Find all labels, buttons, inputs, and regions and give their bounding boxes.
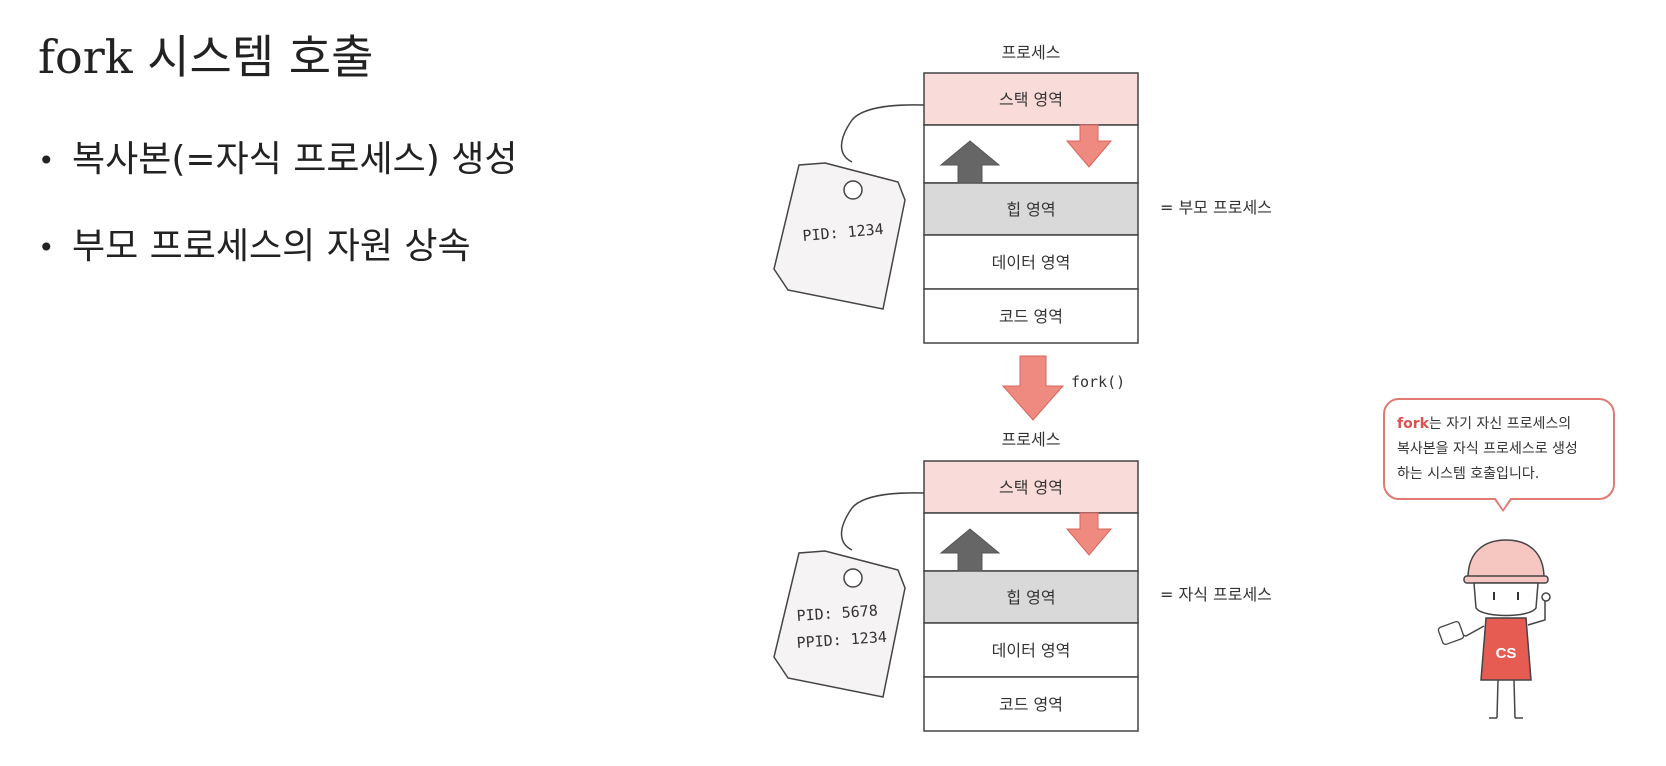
mascot-head bbox=[1473, 582, 1539, 617]
child-stack-segment bbox=[923, 460, 1139, 514]
parent-tag-hole-icon bbox=[843, 180, 863, 200]
stack-grow-down-arrow-icon bbox=[1065, 124, 1113, 168]
parent-process: 프로세스 스택 영역 힙 영역 데이터 영역 코드 영역 = 부모 프로세스 P… bbox=[773, 43, 1272, 344]
fork-call-label: fork() bbox=[1071, 373, 1125, 391]
parent-stack-label: 스택 영역 bbox=[999, 90, 1063, 109]
child-process: 프로세스 스택 영역 힙 영역 데이터 영역 코드 영역 = 자식 프로세스 P… bbox=[773, 430, 1272, 732]
scroll-icon bbox=[1437, 620, 1465, 646]
parent-process-caption: 프로세스 bbox=[1002, 43, 1061, 62]
bullet-item: • 부모 프로세스의 자원 상속 bbox=[38, 225, 517, 268]
parent-pid-tag bbox=[773, 162, 906, 310]
child-process-caption: 프로세스 bbox=[1002, 430, 1061, 449]
bullet-dot-icon: • bbox=[38, 144, 55, 178]
helmet-icon bbox=[1467, 539, 1545, 579]
bubble-line-2: 복사본을 자식 프로세스로 생성 bbox=[1397, 441, 1578, 457]
heap-grow-up-arrow-icon bbox=[939, 140, 1001, 184]
parent-heap-segment bbox=[923, 182, 1139, 236]
parent-side-label: = 부모 프로세스 bbox=[1160, 198, 1272, 217]
slide-title: fork 시스템 호출 bbox=[38, 30, 374, 84]
child-data-label: 데이터 영역 bbox=[992, 641, 1071, 660]
speech-bubble: fork는 자기 자신 프로세스의 복사본을 자식 프로세스로 생성 하는 시스… bbox=[1383, 398, 1615, 500]
bullet-list: • 복사본(=자식 프로세스) 생성 • 부모 프로세스의 자원 상속 bbox=[38, 138, 517, 312]
child-tag-string bbox=[840, 492, 925, 551]
bullet-text: 복사본(=자식 프로세스) 생성 bbox=[72, 139, 518, 180]
child-stack-label: 스택 영역 bbox=[999, 478, 1063, 497]
bubble-line-1: fork는 자기 자신 프로세스의 bbox=[1397, 416, 1572, 432]
parent-code-segment bbox=[923, 288, 1139, 344]
stack-grow-down-arrow-icon bbox=[1065, 512, 1113, 556]
child-data-segment bbox=[923, 622, 1139, 678]
child-side-label: = 자식 프로세스 bbox=[1160, 585, 1272, 604]
bubble-line-3: 하는 시스템 호출입니다. bbox=[1397, 466, 1540, 482]
bullet-text: 부모 프로세스의 자원 상속 bbox=[72, 226, 471, 268]
bubble-keyword: fork bbox=[1397, 416, 1429, 432]
mascot-illustration: CS bbox=[1437, 539, 1551, 719]
mascot-shirt-label: CS bbox=[1496, 645, 1517, 662]
parent-tag-string bbox=[840, 104, 925, 163]
fork-arrow-icon bbox=[1001, 355, 1065, 421]
child-code-segment bbox=[923, 676, 1139, 732]
bullet-dot-icon: • bbox=[38, 231, 55, 265]
child-tag-hole-icon bbox=[843, 568, 863, 588]
mascot-shirt bbox=[1480, 617, 1532, 681]
child-heap-label: 힙 영역 bbox=[1006, 588, 1055, 607]
parent-heap-label: 힙 영역 bbox=[1006, 200, 1055, 219]
parent-data-label: 데이터 영역 bbox=[992, 253, 1071, 272]
bullet-item: • 복사본(=자식 프로세스) 생성 bbox=[38, 138, 517, 181]
parent-code-label: 코드 영역 bbox=[999, 307, 1063, 326]
child-tag-pid: PID: 5678 bbox=[796, 601, 878, 625]
heap-grow-up-arrow-icon bbox=[939, 528, 1001, 572]
child-code-label: 코드 영역 bbox=[999, 695, 1063, 714]
parent-data-segment bbox=[923, 234, 1139, 290]
child-pid-tag bbox=[773, 550, 906, 698]
child-heap-segment bbox=[923, 570, 1139, 624]
